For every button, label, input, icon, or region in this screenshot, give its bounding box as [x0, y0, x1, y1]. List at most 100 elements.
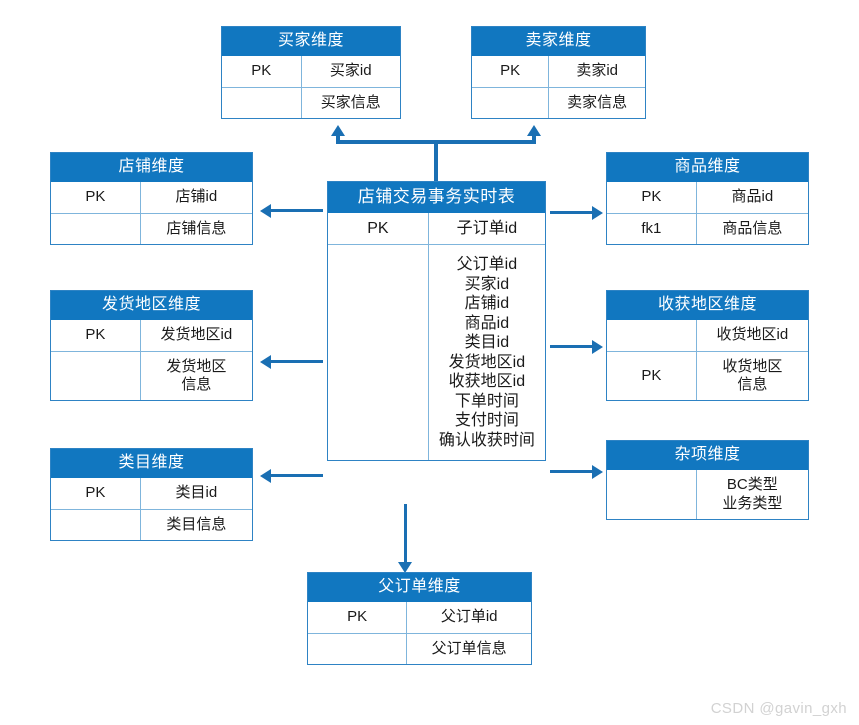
table-shop-header: 店铺维度 — [51, 153, 252, 183]
table-row: PK 发货地区id — [51, 320, 252, 352]
cell-key: PK — [472, 56, 550, 88]
table-category-header: 类目维度 — [51, 449, 252, 479]
table-row: 发货地区信息 — [51, 350, 252, 401]
connector-fact-top-stem — [434, 140, 438, 183]
table-misc-header: 杂项维度 — [607, 441, 808, 471]
cell-key: fk1 — [607, 212, 697, 244]
table-category-dimension[interactable]: 类目维度 PK 类目id 类目信息 — [50, 448, 253, 541]
cell-value: 发货地区id — [160, 326, 233, 344]
table-parent-order-dimension[interactable]: 父订单维度 PK 父订单id 父订单信息 — [307, 572, 532, 665]
arrow-to-seller — [527, 125, 541, 136]
cell-value: 发货地区信息 — [140, 350, 252, 401]
table-receive-region-header: 收获地区维度 — [607, 291, 808, 321]
arrow-to-receive-region — [592, 340, 603, 354]
table-row: PK 父订单id — [308, 602, 531, 634]
table-row: 父订单信息 — [308, 632, 531, 664]
arrow-to-buyer — [331, 125, 345, 136]
arrow-to-parent-order — [398, 562, 412, 573]
cell-key — [51, 350, 141, 401]
arrow-to-item — [592, 206, 603, 220]
table-category-body: PK 类目id 类目信息 — [51, 478, 252, 540]
connector-to-receive-region — [550, 345, 594, 348]
cell-key — [222, 86, 302, 118]
cell-key — [308, 632, 408, 664]
table-buyer-header: 买家维度 — [222, 27, 400, 57]
cell-value: 父订单信息 — [406, 632, 531, 664]
table-seller-header: 卖家维度 — [472, 27, 645, 57]
cell-key — [607, 320, 697, 352]
connector-to-parent-order — [404, 504, 407, 564]
table-row: 收货地区id — [607, 320, 808, 352]
connector-seller-riser — [532, 136, 536, 144]
table-row: BC类型业务类型 — [607, 470, 808, 519]
arrow-to-shop — [260, 204, 271, 218]
table-item-header: 商品维度 — [607, 153, 808, 183]
cell-value: 父订单id — [440, 608, 498, 626]
cell-key: PK — [607, 350, 697, 401]
table-shop-dimension[interactable]: 店铺维度 PK 店铺id 店铺信息 — [50, 152, 253, 245]
cell-value: 店铺id — [175, 188, 218, 206]
table-misc-dimension[interactable]: 杂项维度 BC类型业务类型 — [606, 440, 809, 520]
cell-value: 买家id — [329, 62, 372, 80]
table-ship-region-dimension[interactable]: 发货地区维度 PK 发货地区id 发货地区信息 — [50, 290, 253, 402]
cell-value: 店铺信息 — [140, 212, 252, 244]
table-buyer-dimension[interactable]: 买家维度 PK 买家id 买家信息 — [221, 26, 401, 119]
table-row: PK 类目id — [51, 478, 252, 510]
cell-key: PK — [51, 182, 141, 214]
cell-value: 商品信息 — [696, 212, 808, 244]
cell-key — [472, 86, 550, 118]
arrow-to-misc — [592, 465, 603, 479]
watermark: CSDN @gavin_gxh — [710, 700, 847, 717]
table-misc-body: BC类型业务类型 — [607, 470, 808, 519]
table-buyer-body: PK 买家id 买家信息 — [222, 56, 400, 118]
table-receive-region-body: 收货地区id PK 收货地区信息 — [607, 320, 808, 401]
connector-to-shop — [271, 209, 323, 212]
table-fact-header: 店铺交易事务实时表 — [328, 182, 545, 213]
cell-value: 卖家信息 — [548, 86, 645, 118]
cell-value: 子订单id — [456, 219, 518, 237]
table-row: PK 买家id — [222, 56, 400, 88]
cell-value: 类目信息 — [140, 508, 252, 540]
cell-key: PK — [308, 602, 408, 634]
table-row: 店铺信息 — [51, 212, 252, 244]
table-row: PK 卖家id — [472, 56, 645, 88]
table-row: fk1 商品信息 — [607, 212, 808, 244]
table-seller-dimension[interactable]: 卖家维度 PK 卖家id 卖家信息 — [471, 26, 646, 119]
connector-to-ship-region — [271, 360, 323, 363]
cell-key — [328, 244, 429, 461]
table-row: 买家信息 — [222, 86, 400, 118]
cell-value: BC类型业务类型 — [722, 476, 783, 512]
table-item-dimension[interactable]: 商品维度 PK 商品id fk1 商品信息 — [606, 152, 809, 245]
arrow-to-ship-region — [260, 355, 271, 369]
cell-key: PK — [51, 478, 141, 510]
connector-top-horizontal — [336, 140, 536, 144]
table-seller-body: PK 卖家id 卖家信息 — [472, 56, 645, 118]
table-item-body: PK 商品id fk1 商品信息 — [607, 182, 808, 244]
table-row: 卖家信息 — [472, 86, 645, 118]
table-ship-region-header: 发货地区维度 — [51, 291, 252, 321]
cell-key — [607, 470, 697, 519]
cell-value: 卖家id — [576, 62, 618, 80]
table-parent-order-header: 父订单维度 — [308, 573, 531, 603]
connector-to-misc — [550, 470, 594, 473]
cell-key: PK — [607, 182, 697, 214]
cell-value: 收货地区id — [716, 326, 789, 344]
table-row: PK 店铺id — [51, 182, 252, 214]
connector-buyer-riser — [336, 136, 340, 144]
cell-key: PK — [328, 212, 429, 245]
table-row: PK 收货地区信息 — [607, 350, 808, 401]
cell-value: 买家信息 — [301, 86, 400, 118]
arrow-to-category — [260, 469, 271, 483]
table-row: 类目信息 — [51, 508, 252, 540]
cell-key: PK — [222, 56, 302, 88]
cell-key: PK — [51, 320, 141, 352]
cell-key — [51, 508, 141, 540]
table-parent-order-body: PK 父订单id 父订单信息 — [308, 602, 531, 664]
cell-key — [51, 212, 141, 244]
table-receive-region-dimension[interactable]: 收获地区维度 收货地区id PK 收货地区信息 — [606, 290, 809, 402]
